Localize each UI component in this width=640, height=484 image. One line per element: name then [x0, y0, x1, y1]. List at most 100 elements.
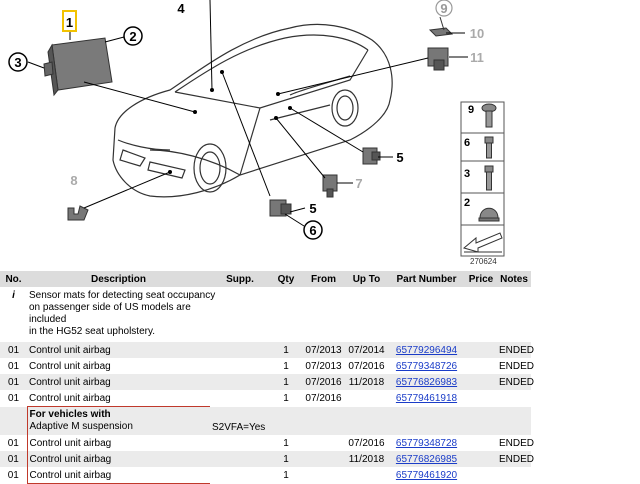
cell-description: Control unit airbag — [27, 374, 210, 390]
cell-price — [465, 374, 497, 390]
parts-table: No. Description Supp. Qty From Up To Par… — [0, 271, 535, 484]
callout-5a[interactable]: 5 — [396, 150, 403, 165]
part-number-link[interactable]: 65776826983 — [395, 376, 458, 388]
table-row[interactable]: 01 Control unit airbag 1 65779461920 — [0, 467, 531, 484]
part-number-link[interactable]: 65779348726 — [395, 360, 458, 372]
cell-part-number: 65779348728 — [388, 435, 465, 451]
condition-detail: Adaptive M suspension — [29, 421, 133, 432]
col-header-price: Price — [465, 271, 497, 287]
kit-label-6: 6 — [464, 137, 470, 149]
cell-supp — [210, 467, 270, 484]
callout-9[interactable]: 9 — [440, 1, 447, 16]
cell-description: Control unit airbag — [29, 392, 111, 404]
table-row[interactable]: 01 Control unit airbag 1 07/2013 07/2016… — [0, 358, 535, 374]
callout-1[interactable]: 1 — [66, 15, 73, 30]
car-illustration — [112, 23, 393, 198]
info-line: in the HG52 seat upholstery. — [29, 326, 155, 337]
callout-11[interactable]: 11 — [470, 50, 484, 65]
callout-4[interactable]: 4 — [177, 1, 185, 16]
info-line: Sensor mats for detecting seat occupancy — [29, 290, 216, 301]
cell-from: 07/2013 — [302, 342, 345, 358]
cell-part-number: 65779461920 — [388, 467, 465, 484]
callout-3[interactable]: 3 — [14, 55, 21, 70]
bracket-part-10 — [428, 16, 454, 37]
cell-part-number: 65779296494 — [388, 342, 465, 358]
cell-price — [465, 390, 497, 407]
cell-notes: ENDED — [499, 360, 535, 372]
cell-from — [302, 467, 345, 484]
sensor-part-5b — [269, 199, 292, 217]
sensor-part-5a — [362, 147, 381, 165]
figure-number: 270624 — [470, 257, 497, 266]
col-header-upto: Up To — [345, 271, 388, 287]
col-header-description: Description — [27, 271, 210, 287]
col-header-supp: Supp. — [210, 271, 270, 287]
leader-lines — [27, 0, 468, 227]
sensor-part-7 — [322, 174, 338, 198]
callout-10[interactable]: 10 — [470, 26, 484, 41]
cell-description: Control unit airbag — [26, 451, 210, 467]
bracket-part-8 — [67, 205, 89, 221]
cell-part-number: 65776826983 — [388, 374, 465, 390]
part-number-link[interactable]: 65779461918 — [395, 392, 458, 404]
col-header-from: From — [302, 271, 345, 287]
cell-from: 07/2016 — [302, 374, 345, 390]
cell-no: 01 — [7, 392, 20, 404]
table-row[interactable]: 01 Control unit airbag 1 07/2016 11/2018… — [0, 374, 534, 390]
kit-label-9: 9 — [468, 104, 474, 116]
sensor-part-11 — [427, 47, 449, 71]
part-number-link[interactable]: 65776826985 — [395, 453, 458, 465]
cell-qty: 1 — [283, 469, 289, 481]
part-number-link[interactable]: 65779348728 — [395, 437, 458, 449]
cell-upto: 07/2014 — [345, 342, 388, 358]
cell-no — [0, 406, 27, 435]
cell-qty: 1 — [283, 360, 289, 372]
cell-description: Control unit airbag — [26, 435, 210, 451]
condition-text: For vehicles with Adaptive M suspension — [26, 406, 210, 435]
callout-5b[interactable]: 5 — [309, 201, 316, 216]
col-header-no: No. — [0, 271, 27, 287]
table-row[interactable]: 01 Control unit airbag 1 07/2016 6577946… — [0, 390, 531, 407]
cell-qty: 1 — [270, 342, 302, 358]
cell-upto — [345, 390, 388, 407]
callout-8[interactable]: 8 — [70, 173, 77, 188]
cell-notes: ENDED — [497, 451, 534, 467]
cell-supp — [210, 390, 270, 407]
info-line: on passenger side of US models are — [29, 302, 191, 313]
callout-7[interactable]: 7 — [355, 176, 362, 191]
cell-upto: 11/2018 — [345, 374, 388, 390]
control-unit-part — [43, 37, 113, 97]
table-header-row: No. Description Supp. Qty From Up To Par… — [0, 271, 531, 287]
cell-description: Control unit airbag — [27, 342, 210, 358]
col-header-notes: Notes — [497, 271, 531, 287]
table-row[interactable]: 01 Control unit airbag 1 11/2018 6577682… — [0, 451, 534, 467]
cell-upto: 07/2016 — [348, 437, 385, 449]
fastener-kit-panel — [460, 101, 505, 257]
cell-price — [465, 467, 497, 484]
cell-upto: 11/2018 — [345, 451, 388, 467]
leader-dots — [168, 70, 292, 174]
cell-part-number: 65776826985 — [388, 451, 465, 467]
part-number-link[interactable]: 65779461920 — [395, 469, 458, 481]
callout-2[interactable]: 2 — [129, 29, 136, 44]
col-header-qty: Qty — [270, 271, 302, 287]
callout-6[interactable]: 6 — [309, 223, 316, 238]
cell-from — [302, 435, 345, 451]
cell-description: Control unit airbag — [26, 467, 210, 484]
cell-supp — [210, 435, 270, 451]
cell-qty: 1 — [283, 437, 289, 449]
part-number-link[interactable]: 65779296494 — [395, 344, 458, 356]
condition-title: For vehicles with — [29, 409, 111, 420]
cell-from — [302, 451, 345, 467]
cell-upto: 07/2016 — [348, 360, 385, 372]
cell-notes — [497, 390, 531, 407]
cell-price — [465, 358, 497, 374]
cell-from: 07/2016 — [305, 392, 342, 404]
table-row[interactable]: 01 Control unit airbag 1 07/2016 6577934… — [0, 435, 534, 451]
table-row[interactable]: 01 Control unit airbag 1 07/2013 07/2014… — [0, 342, 534, 358]
cell-no: 01 — [0, 342, 27, 358]
cell-no: 01 — [0, 451, 27, 467]
cell-notes: ENDED — [497, 374, 534, 390]
cell-part-number: 65779348726 — [388, 358, 465, 374]
info-icon: i — [12, 290, 15, 301]
